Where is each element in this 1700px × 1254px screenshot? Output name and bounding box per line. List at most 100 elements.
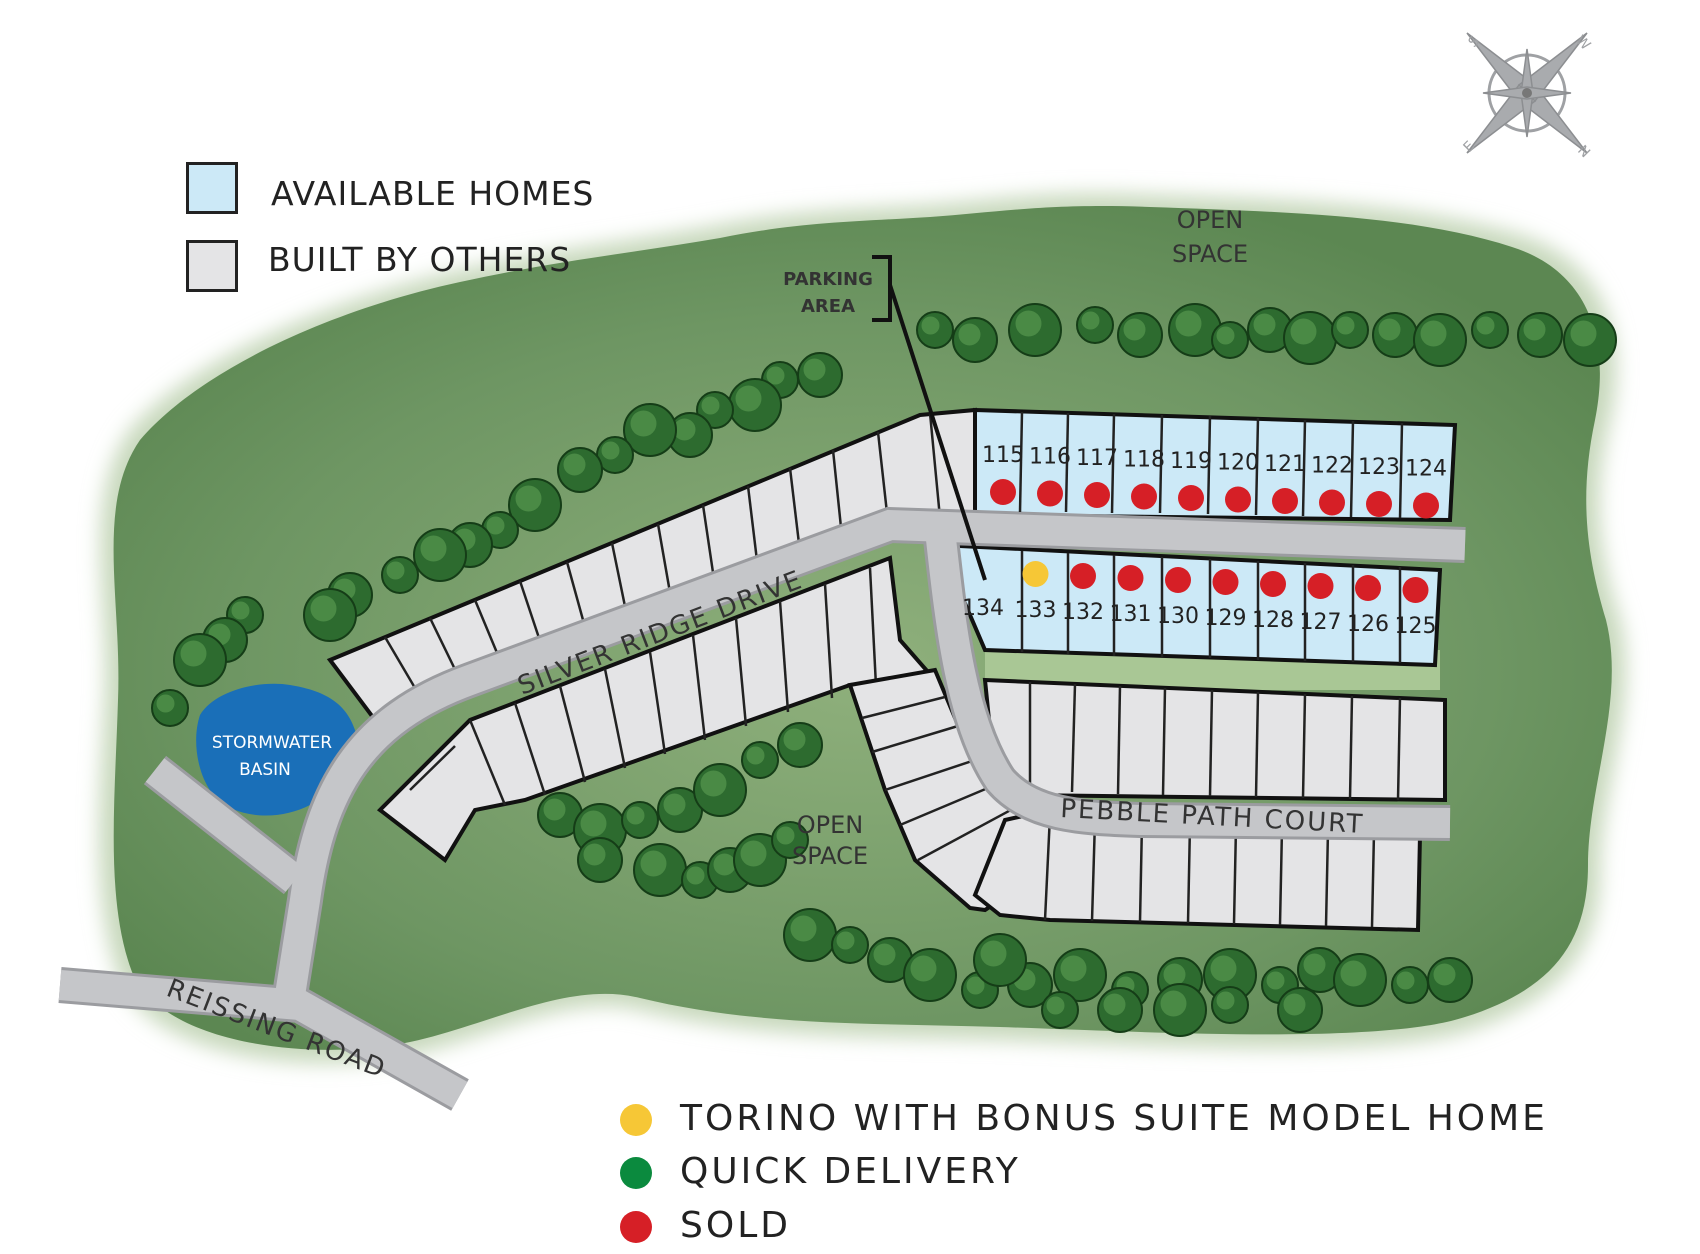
trees [151, 303, 1617, 1037]
tree-icon [973, 933, 1027, 987]
lot-number-120[interactable]: 120 [1217, 451, 1259, 476]
tree-icon [151, 689, 189, 727]
lot-number-118[interactable]: 118 [1123, 448, 1165, 473]
tree-icon [693, 763, 747, 817]
tree-icon [777, 722, 823, 768]
lot-number-119[interactable]: 119 [1170, 449, 1212, 474]
compass-w-letter: W [1572, 33, 1593, 54]
tree-icon [771, 821, 809, 859]
tree-icon [1333, 953, 1387, 1007]
stormwater-label-2: BASIN [239, 760, 291, 780]
lot-status-dot-118 [1131, 483, 1157, 510]
tree-icon [596, 436, 634, 474]
lot-status-dot-130 [1165, 567, 1191, 593]
lot-number-134[interactable]: 134 [962, 596, 1004, 621]
parking-marker [872, 255, 987, 581]
tree-icon [1413, 313, 1467, 367]
silver-ridge-lots-lower [376, 555, 940, 863]
tree-icon [621, 801, 659, 839]
lot-status-dot-119 [1178, 485, 1204, 511]
sold-dot [620, 1211, 652, 1243]
stormwater-label-1: STORMWATER [212, 733, 332, 753]
tree-icon [1153, 983, 1207, 1037]
roads [58, 506, 1466, 1111]
tree-icon [1076, 306, 1114, 344]
lot-number-132[interactable]: 132 [1062, 600, 1104, 625]
quick-delivery-label: QUICK DELIVERY [680, 1151, 1021, 1192]
tree-icon [1427, 957, 1473, 1003]
tree-icon [577, 837, 623, 883]
open-space-mid-label-2: SPACE [792, 842, 868, 870]
lot-number-123[interactable]: 123 [1358, 455, 1400, 480]
available-homes-label: AVAILABLE HOMES [271, 174, 595, 213]
tree-icon [557, 447, 603, 493]
parking-label-2: AREA [801, 296, 855, 317]
tree-icon [1372, 312, 1418, 358]
tree-icon [1211, 986, 1249, 1024]
lot-status-dot-126 [1355, 575, 1381, 601]
parking-label-1: PARKING [783, 269, 873, 290]
bottom-row-dividers [1020, 551, 1402, 663]
lot-number-128[interactable]: 128 [1252, 608, 1294, 633]
tree-icon [783, 908, 837, 962]
available-homes-swatch [186, 162, 238, 214]
lot-number-124[interactable]: 124 [1405, 457, 1447, 482]
tree-icon [1008, 303, 1062, 357]
lot-status-dot-121 [1272, 488, 1298, 514]
tree-icon [381, 556, 419, 594]
lot-number-115[interactable]: 115 [982, 443, 1024, 468]
pebble-north-lots [982, 677, 1447, 803]
lot-status-dot-129 [1212, 569, 1239, 595]
lot-status-dot-127 [1307, 573, 1334, 599]
lot-status-dot-117 [1084, 482, 1110, 508]
tree-icon [1277, 987, 1323, 1033]
lot-status-dot-120 [1225, 486, 1251, 513]
model-home-dot [620, 1104, 652, 1136]
lot-number-127[interactable]: 127 [1300, 610, 1342, 635]
pebble-south-lots [972, 807, 1423, 933]
sold-label: SOLD [680, 1205, 791, 1246]
lot-status-dot-128 [1260, 571, 1286, 597]
lot-number-121[interactable]: 121 [1264, 452, 1306, 477]
lot-number-130[interactable]: 130 [1157, 604, 1199, 629]
tree-icon [303, 588, 357, 642]
lot-number-133[interactable]: 133 [1015, 598, 1057, 623]
tree-icon [831, 926, 869, 964]
lot-status-dot-123 [1366, 491, 1392, 517]
lot-number-126[interactable]: 126 [1347, 612, 1389, 637]
lot-status-dot-122 [1319, 489, 1345, 516]
tree-icon [1283, 311, 1337, 365]
lot-number-131[interactable]: 131 [1110, 602, 1152, 627]
tree-icon [1517, 312, 1563, 358]
tree-icon [797, 352, 843, 398]
lot-status-dot-131 [1117, 565, 1144, 591]
tree-icon [1053, 948, 1107, 1002]
tree-icon [1563, 313, 1617, 367]
tree-icon [173, 633, 227, 687]
lot-number-122[interactable]: 122 [1311, 454, 1353, 479]
built-by-others-swatch [186, 240, 238, 292]
compass-icon: S W E N [1461, 32, 1593, 161]
lot-number-125[interactable]: 125 [1395, 614, 1437, 639]
quick-delivery-dot [620, 1157, 652, 1189]
tree-icon [413, 528, 467, 582]
model-home-label: TORINO WITH BONUS SUITE MODEL HOME [680, 1098, 1548, 1139]
tree-icon [508, 478, 562, 532]
tree-icon [903, 948, 957, 1002]
tree-icon [1391, 966, 1429, 1004]
lot-status-dot-132 [1070, 563, 1096, 589]
lot-status-dot-116 [1037, 480, 1063, 507]
tree-icon [537, 792, 583, 838]
stormwater-basin [196, 683, 357, 816]
tree-icon [952, 317, 998, 363]
open-space-top-label-1: OPEN [1177, 206, 1243, 234]
tree-icon [741, 741, 779, 779]
lot-status-dot-124 [1413, 492, 1439, 519]
tree-icon [1117, 312, 1163, 358]
lot-number-117[interactable]: 117 [1076, 446, 1118, 471]
tree-icon [1471, 311, 1509, 349]
top-row-dividers [1018, 411, 1404, 519]
lot-number-129[interactable]: 129 [1205, 606, 1247, 631]
lot-number-116[interactable]: 116 [1029, 445, 1071, 470]
